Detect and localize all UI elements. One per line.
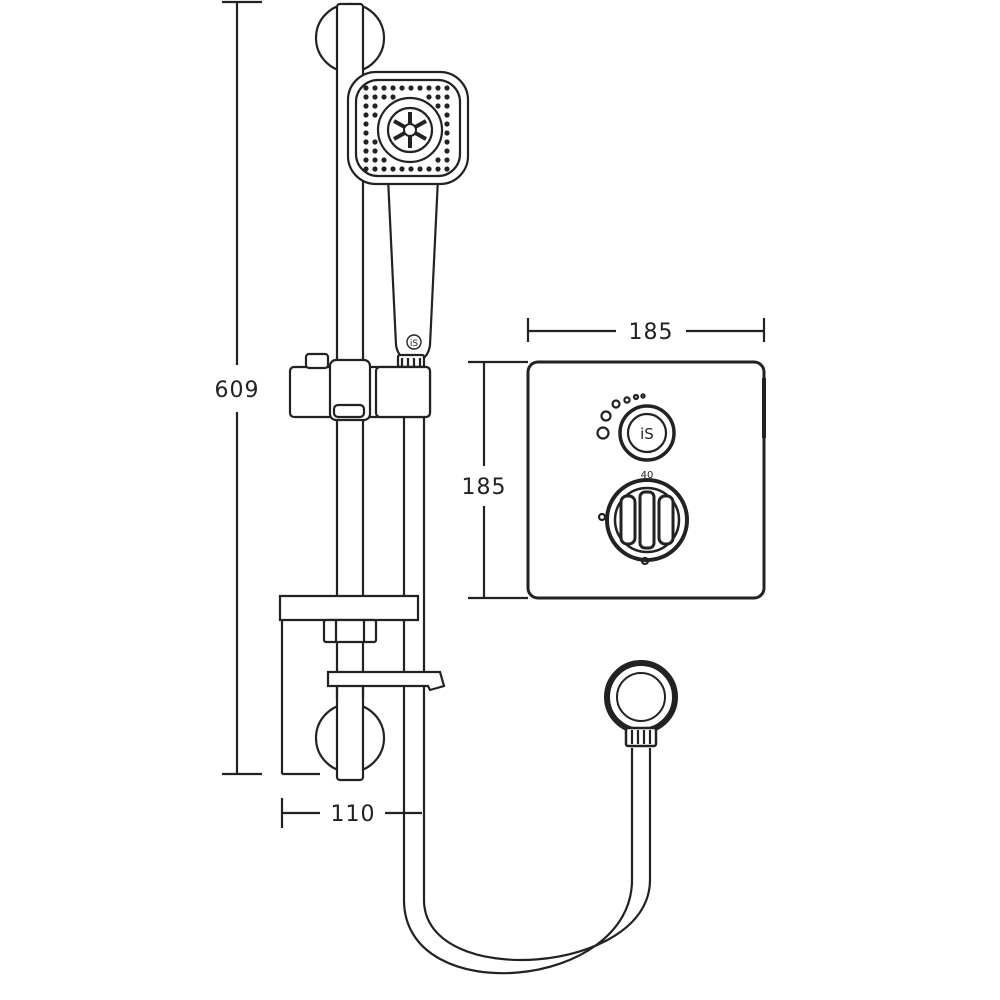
overall-height-label: 609 (215, 378, 260, 403)
spray-hole (381, 166, 387, 172)
temperature-dial (605, 478, 689, 562)
hose-retaining-clip (326, 670, 446, 698)
spray-hole (363, 103, 369, 109)
spray-hole (363, 121, 369, 127)
spray-hole (444, 121, 450, 127)
spray-hole (435, 85, 441, 91)
spray-hole (435, 103, 441, 109)
slider-bracket (288, 352, 432, 422)
spray-hole (399, 85, 405, 91)
dimension-overall-height: 609 (215, 0, 262, 776)
spray-hole (372, 148, 378, 154)
dimension-rail-depth: 110 (280, 620, 422, 828)
soap-dish (278, 594, 420, 644)
spray-hole (435, 157, 441, 163)
spray-hole (372, 94, 378, 100)
spray-hole (444, 103, 450, 109)
svg-text:iS: iS (410, 339, 419, 349)
spray-hole (408, 85, 414, 91)
thermostatic-control-plate: iS 40 (526, 360, 766, 600)
flow-indicator-icon (596, 393, 646, 440)
spray-hole (390, 85, 396, 91)
spray-hole (444, 157, 450, 163)
spray-hole (426, 85, 432, 91)
spray-hole (444, 148, 450, 154)
spray-hole (372, 157, 378, 163)
plate-height-label: 185 (462, 475, 507, 500)
spray-hole (363, 139, 369, 145)
spray-hole (417, 166, 423, 172)
spray-hole (363, 112, 369, 118)
spray-hole (372, 112, 378, 118)
spray-hole (372, 139, 378, 145)
ideal-standard-logo-icon: iS (406, 334, 422, 350)
spray-hole (444, 139, 450, 145)
spray-hole (444, 130, 450, 136)
spray-hole (363, 94, 369, 100)
spray-hole (363, 157, 369, 163)
spray-hole (444, 94, 450, 100)
temperature-marking: 40 (641, 470, 654, 481)
spray-hole (444, 85, 450, 91)
spray-hole (426, 94, 432, 100)
spray-hole (381, 157, 387, 163)
spray-hole (399, 166, 405, 172)
spray-hole (363, 130, 369, 136)
spray-hole (444, 166, 450, 172)
spray-hole (408, 166, 414, 172)
spray-face-holes (363, 85, 450, 172)
spray-hole (372, 166, 378, 172)
wall-outlet-elbow (604, 660, 678, 748)
spray-hole (444, 112, 450, 118)
spray-hole (381, 85, 387, 91)
spray-hole (381, 94, 387, 100)
spray-hole (426, 166, 432, 172)
brand-mark-icon: iS (640, 425, 654, 443)
spray-hole (417, 85, 423, 91)
spray-hole (372, 103, 378, 109)
plate-width-label: 185 (629, 320, 674, 345)
spray-hole (363, 148, 369, 154)
spray-hole (435, 166, 441, 172)
spray-hole (390, 94, 396, 100)
spray-hole (435, 94, 441, 100)
spray-selector-icon (393, 112, 427, 148)
spray-hole (390, 166, 396, 172)
dimension-plate-width: 185 (526, 318, 766, 345)
spray-hole (363, 85, 369, 91)
spray-hole (372, 85, 378, 91)
spray-hole (363, 166, 369, 172)
shower-hose (402, 365, 652, 975)
flow-button: iS (618, 404, 676, 462)
rail-depth-label: 110 (331, 802, 376, 827)
dimension-plate-height: 185 (462, 360, 528, 600)
shower-handset: iS (346, 70, 470, 369)
